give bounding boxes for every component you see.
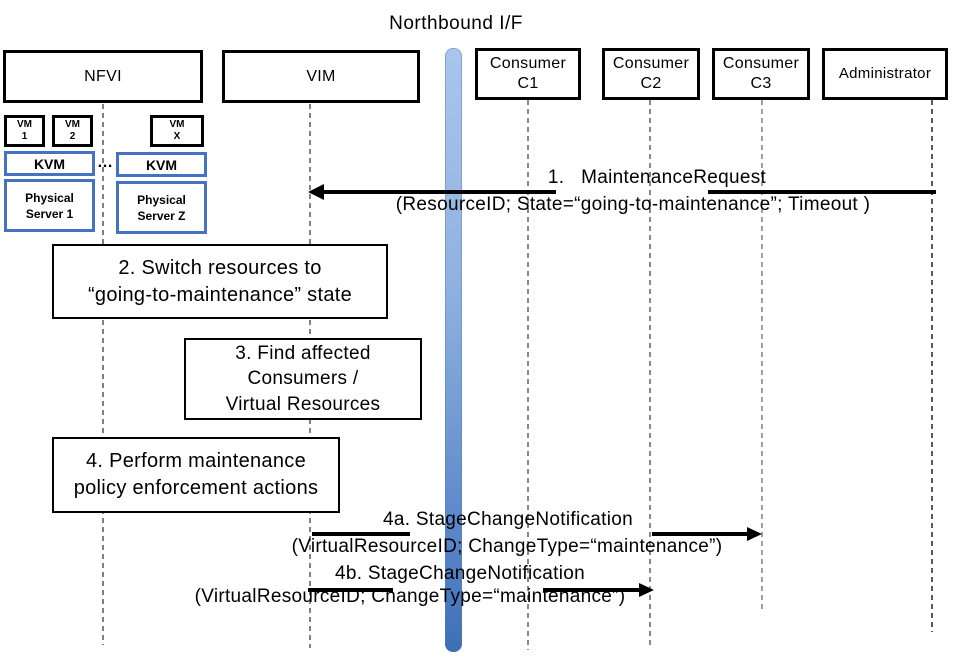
physical-server-z-line2: Server Z bbox=[137, 208, 186, 223]
actor-consumer-c2-line2: C2 bbox=[640, 75, 662, 92]
actor-vim-label: VIM bbox=[306, 67, 336, 85]
actor-consumer-c2: Consumer C2 bbox=[602, 48, 700, 100]
vm1-label: VM bbox=[17, 119, 32, 130]
kvm-left-box: KVM bbox=[4, 151, 95, 176]
vm2-label: VM bbox=[65, 119, 80, 130]
vmx-label: VM bbox=[169, 119, 185, 130]
physical-server-z-line1: Physical bbox=[137, 192, 186, 207]
ellipsis: … bbox=[97, 154, 113, 171]
step3-line1: 3. Find affected bbox=[235, 343, 371, 365]
step3-line2: Consumers / bbox=[247, 368, 359, 390]
actor-consumer-c1-line2: C1 bbox=[517, 75, 539, 92]
actor-vim: VIM bbox=[222, 50, 420, 103]
kvm-right-label: KVM bbox=[145, 156, 178, 173]
msg1-params-label: (ResourceID; State=“going-to-maintenance… bbox=[395, 194, 871, 215]
vm1-box: VM 1 bbox=[4, 115, 45, 147]
kvm-left-label: KVM bbox=[33, 155, 66, 172]
actor-consumer-c3: Consumer C3 bbox=[712, 48, 810, 100]
step2-box: 2. Switch resources to “going-to-mainten… bbox=[52, 244, 388, 319]
kvm-right-box: KVM bbox=[116, 152, 207, 177]
vm1-number: 1 bbox=[21, 131, 28, 142]
step3-line3: Virtual Resources bbox=[225, 393, 381, 415]
vm2-number: 2 bbox=[69, 131, 76, 142]
msg4b-name-label: 4b. StageChangeNotification bbox=[335, 563, 585, 584]
actor-consumer-c1-line1: Consumer bbox=[489, 55, 567, 72]
actor-nfvi: NFVI bbox=[3, 50, 203, 103]
vmx-box: VM X bbox=[150, 115, 204, 147]
actor-nfvi-label: NFVI bbox=[84, 67, 122, 85]
step4-line1: 4. Perform maintenance bbox=[85, 450, 307, 472]
actor-administrator-label: Administrator bbox=[838, 65, 932, 82]
step4-box: 4. Perform maintenance policy enforcemen… bbox=[52, 437, 340, 513]
msg1-name-label: 1. MaintenanceRequest bbox=[547, 167, 767, 188]
actor-consumer-c3-line1: Consumer bbox=[722, 55, 800, 72]
vm2-box: VM 2 bbox=[52, 115, 93, 147]
msg4a-name-label: 4a. StageChangeNotification bbox=[383, 509, 633, 530]
vmx-number: X bbox=[173, 131, 181, 142]
actor-administrator: Administrator bbox=[822, 48, 948, 100]
step3-box: 3. Find affected Consumers / Virtual Res… bbox=[184, 338, 422, 420]
physical-server-1-line2: Server 1 bbox=[25, 206, 74, 221]
step4-line2: policy enforcement actions bbox=[73, 477, 319, 499]
physical-server-1-box: Physical Server 1 bbox=[4, 179, 95, 232]
actor-consumer-c3-line2: C3 bbox=[750, 75, 772, 92]
northbound-interface-bar bbox=[445, 48, 462, 652]
msg4b-arrowhead-icon bbox=[639, 583, 654, 597]
physical-server-z-box: Physical Server Z bbox=[116, 181, 207, 234]
step2-line2: “going-to-maintenance” state bbox=[87, 283, 353, 306]
diagram-title: Northbound I/F bbox=[389, 13, 523, 34]
actor-consumer-c1: Consumer C1 bbox=[475, 48, 581, 100]
msg4b-params-label: (VirtualResourceID; ChangeType=“maintena… bbox=[194, 586, 626, 607]
msg4a-params-label: (VirtualResourceID; ChangeType=“maintena… bbox=[291, 536, 723, 557]
msg4a-arrowhead-icon bbox=[747, 527, 762, 541]
physical-server-1-line1: Physical bbox=[25, 190, 74, 205]
step2-line1: 2. Switch resources to bbox=[118, 256, 322, 279]
actor-consumer-c2-line1: Consumer bbox=[612, 55, 690, 72]
msg1-arrowhead-icon bbox=[308, 184, 324, 200]
